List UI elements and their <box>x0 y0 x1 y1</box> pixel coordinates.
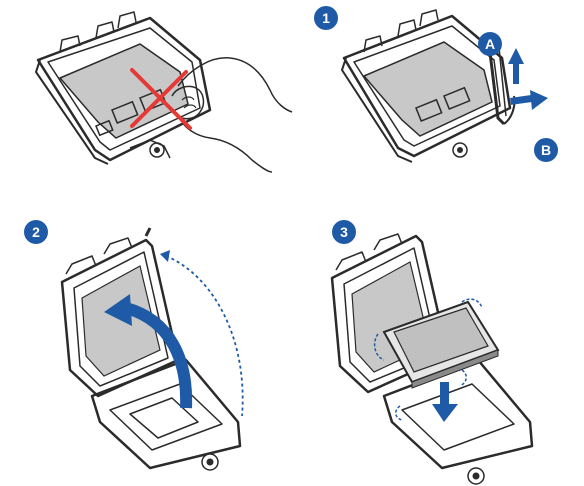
panel-step-3: 3 <box>292 210 584 486</box>
step-3-illustration <box>330 233 534 485</box>
down-arrow-icon <box>432 382 458 422</box>
arrow-right-icon <box>510 90 548 110</box>
step-2-illustration <box>60 227 244 471</box>
no-touch-cross-icon <box>130 68 192 130</box>
socket-warning-illustration <box>35 11 293 173</box>
panel-step-1: 1 <box>292 0 584 190</box>
step-badge-2: 2 <box>24 220 48 244</box>
cpu-chip <box>382 300 500 389</box>
screw-icon <box>452 142 468 158</box>
curved-lift-arrow-icon <box>104 294 193 409</box>
substep-badge-a: A <box>478 32 502 56</box>
panel-warning-do-not-touch <box>0 0 293 190</box>
step-badge-1: 1 <box>314 6 338 30</box>
step-badge-3: 3 <box>332 220 356 244</box>
substep-badge-b: B <box>534 138 558 162</box>
screw-icon <box>201 453 219 471</box>
panel-step-2: 2 <box>0 210 292 486</box>
arrow-up-icon <box>508 48 524 84</box>
screw-icon <box>149 142 165 158</box>
step-1-illustration <box>341 9 548 163</box>
screw-icon <box>467 467 485 485</box>
